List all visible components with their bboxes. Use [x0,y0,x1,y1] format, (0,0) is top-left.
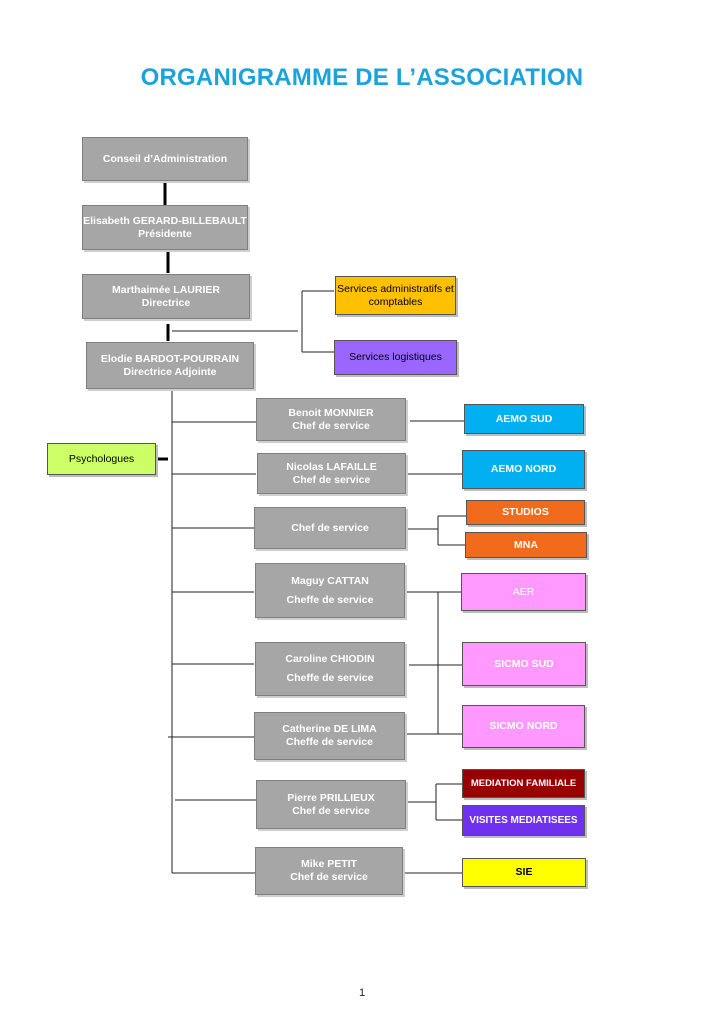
chef-role: Cheffe de service [286,672,374,684]
directrice-name: Marthaimée LAURIER [112,283,220,296]
cheffe-service-delima: Catherine DE LIMA Cheffe de service [254,712,405,760]
psychologues-label: Psychologues [68,452,135,465]
studios-label: STUDIOS [502,506,549,518]
chef-service-monnier: Benoit MONNIER Chef de service [256,398,406,441]
aer-box: AER [461,573,586,611]
chef-service-petit: Mike PETIT Chef de service [255,847,403,895]
directrice-adjointe-box: Elodie BARDOT-POURRAIN Directrice Adjoin… [86,342,254,389]
adjointe-name: Elodie BARDOT-POURRAIN [100,352,240,365]
chef-role: Chef de service [292,804,370,817]
chef-role: Chef de service [291,521,369,534]
chef-name: Maguy CATTAN [291,574,369,587]
services-administratifs-box: Services administratifs et comptables [335,276,456,315]
aer-label: AER [512,585,535,598]
services-logistiques-box: Services logistiques [334,340,457,375]
chef-role: Chef de service [292,473,371,486]
chef-service-lafaille: Nicolas LAFAILLE Chef de service [257,453,406,494]
sie-label: SIE [515,866,533,878]
chef-service-vacant: Chef de service [254,507,406,549]
mna-box: MNA [465,532,587,558]
services-logistiques-label: Services logistiques [349,351,442,363]
chef-service-prillieux: Pierre PRILLIEUX Chef de service [256,780,406,829]
president-role: Présidente [138,227,192,240]
page-title: ORGANIGRAMME DE L’ASSOCIATION [140,64,584,91]
page-number: 1 [358,987,366,999]
sicmo-sud-label: SICMO SUD [494,657,554,670]
sie-box: SIE [462,858,586,887]
visites-label: VISITES MEDIATISEES [469,815,578,826]
mediation-familiale-box: MEDIATION FAMILIALE [462,769,585,798]
chef-role: Cheffe de service [286,593,374,606]
chef-name: Pierre PRILLIEUX [287,791,375,804]
directrice-box: Marthaimée LAURIER Directrice [82,274,250,319]
conseil-label: Conseil d’Administration [102,152,228,165]
chef-name: Nicolas LAFAILLE [286,460,377,473]
sicmo-sud-box: SICMO SUD [462,642,586,686]
psychologues-box: Psychologues [47,443,156,475]
services-administratifs-label: Services administratifs et comptables [337,282,454,308]
chef-name: Caroline CHIODIN [285,653,375,665]
adjointe-role: Directrice Adjointe [123,365,217,378]
aemo-sud-box: AEMO SUD [464,404,584,434]
chef-name: Mike PETIT [300,858,357,870]
chef-name: Catherine DE LIMA [282,723,377,735]
directrice-role: Directrice [141,296,191,309]
aemo-nord-label: AEMO NORD [490,463,557,475]
visites-mediatisees-box: VISITES MEDIATISEES [462,805,585,836]
cheffe-service-cattan: Maguy CATTAN Cheffe de service [255,563,405,618]
chef-name: Benoit MONNIER [288,406,374,419]
sicmo-nord-label: SICMO NORD [489,720,558,732]
chef-role: Chef de service [292,419,370,432]
mediation-label: MEDIATION FAMILIALE [470,778,577,789]
conseil-administration-box: Conseil d’Administration [82,137,248,181]
chef-role: Cheffe de service [286,736,373,748]
studios-box: STUDIOS [466,500,585,525]
aemo-nord-box: AEMO NORD [462,450,585,489]
chef-role: Chef de service [290,871,368,883]
mna-label: MNA [514,538,538,551]
sicmo-nord-box: SICMO NORD [462,705,585,748]
cheffe-service-chiodin: Caroline CHIODIN Cheffe de service [255,642,405,696]
aemo-sud-label: AEMO SUD [495,412,553,425]
president-box: Elisabeth GERARD-BILLEBAULT Présidente [82,205,248,250]
president-name: Elisabeth GERARD-BILLEBAULT [83,214,247,227]
